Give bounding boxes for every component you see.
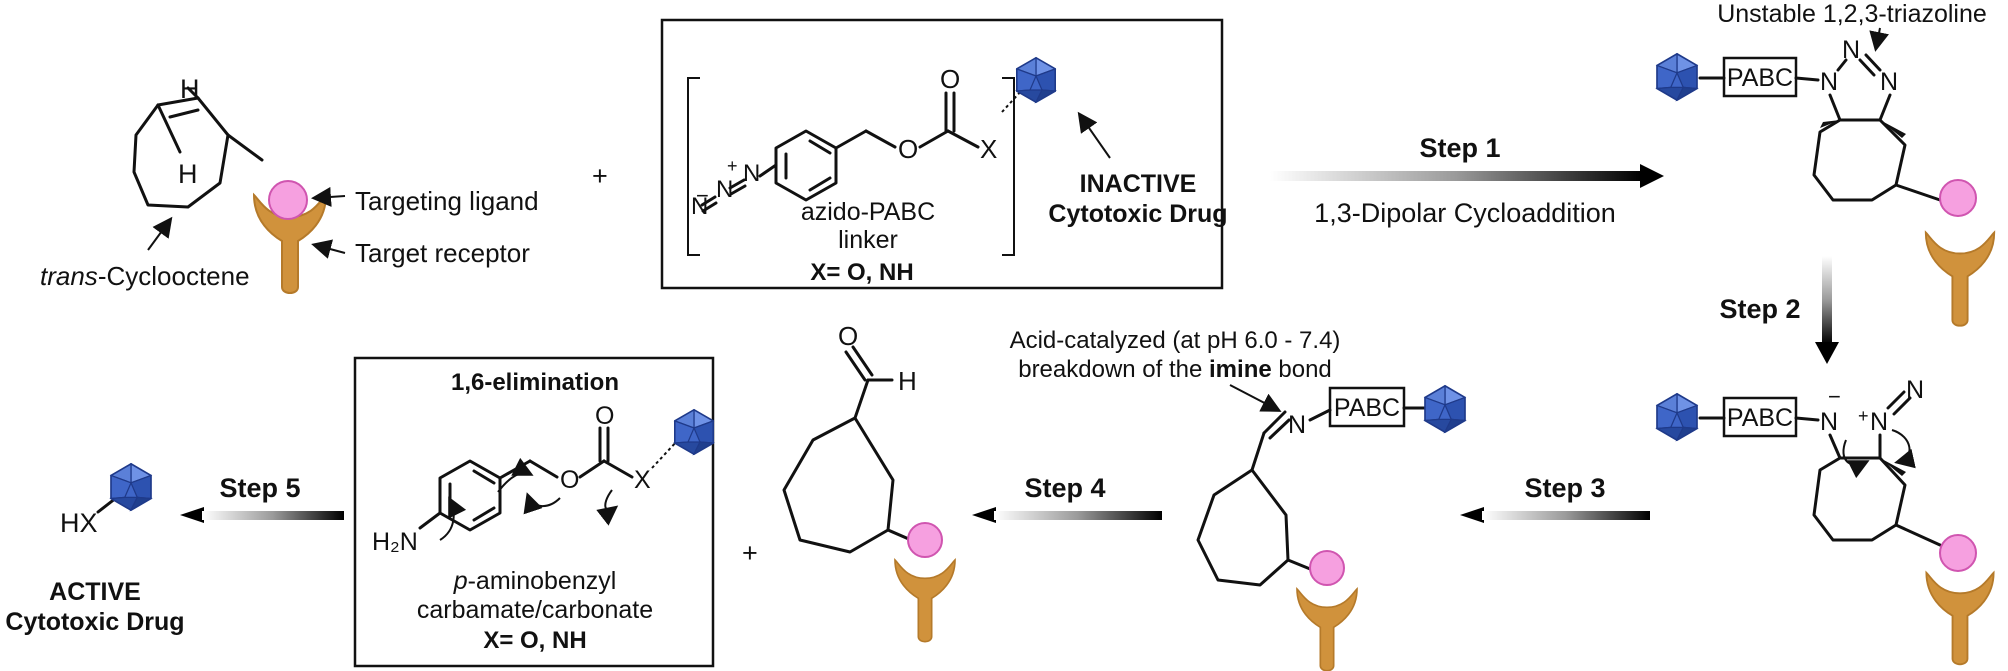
step2-label: Step 2 (1719, 294, 1800, 324)
imine-receptor (1296, 588, 1358, 671)
intermediate-plus: + (1858, 406, 1869, 426)
h-atom-top: H (180, 74, 200, 104)
triazoline-n-c: N (1880, 68, 1898, 96)
intermediate-ligand (1939, 534, 1977, 572)
intermediate-minus: − (1828, 384, 1841, 409)
step1-arrow (1270, 171, 1642, 181)
elimination-box-frame (353, 356, 715, 668)
target-receptor-label: Target receptor (355, 238, 530, 268)
step4-label: Step 4 (1024, 473, 1105, 503)
imine-drug-icon (1424, 385, 1466, 433)
triazoline-receptor (1924, 231, 1996, 327)
elimination-title: 1,6-elimination (451, 369, 619, 396)
triazoline-title: Unstable 1,2,3-triazoline (1717, 0, 1987, 28)
elimination-amine: H₂N (372, 528, 418, 556)
imine-species: Acid-catalyzed (at pH 6.0 - 7.4) breakdo… (1010, 327, 1466, 671)
inactive-drug-line2: Cytotoxic Drug (1048, 200, 1227, 228)
active-drug: HX ACTIVE Cytotoxic Drug (5, 463, 185, 636)
step1-caption: 1,3-Dipolar Cycloaddition (1314, 198, 1616, 228)
step1-label: Step 1 (1419, 133, 1500, 163)
triazoline-pabc: PABC (1727, 64, 1793, 92)
h-atom-inner: H (178, 159, 198, 189)
linker-o-carbonyl: O (940, 64, 960, 94)
step5-label: Step 5 (219, 473, 300, 503)
triazoline-adduct: Unstable 1,2,3-triazoline PABC N N N (1656, 0, 1996, 327)
elimination-name-line2: carbamate/carbonate (417, 596, 653, 624)
step2-arrow-group: Step 2 (1719, 256, 1839, 364)
linker-n1: N (743, 160, 760, 187)
aldehyde-receptor (894, 559, 956, 643)
elimination-x-def: X= O, NH (483, 627, 586, 654)
plus-sign-bottom: + (742, 538, 758, 568)
intermediate-n-plus: N (1870, 408, 1888, 436)
ring-opening-intermediate: PABC N − N + N (1656, 376, 1995, 666)
imine-caption-line1: Acid-catalyzed (at pH 6.0 - 7.4) (1010, 327, 1341, 354)
tco-label: trans-Cyclooctene (40, 261, 250, 291)
step5-arrow-group: Step 5 (180, 473, 344, 523)
intermediate-drug-icon (1656, 393, 1698, 441)
elimination-o-carbonyl: O (595, 402, 614, 430)
imine-ligand (1309, 550, 1345, 586)
triazoline-n-b: N (1842, 36, 1860, 64)
linker-minus-charge: − (696, 183, 709, 208)
linker-name-line1: azido-PABC (801, 198, 935, 226)
aldehyde-h: H (898, 366, 917, 396)
intermediate-pabc: PABC (1727, 404, 1793, 432)
imine-n-atom: N (1288, 411, 1306, 439)
linker-box: O O X N N N + − azido-PABC linker X= O, … (660, 18, 1228, 290)
inactive-drug-icon (1016, 57, 1056, 103)
imine-caption-line2: breakdown of the imine bond (1018, 356, 1332, 383)
step1-arrow-group: Step 1 1,3-Dipolar Cycloaddition (1270, 133, 1664, 228)
intermediate-receptor (1925, 571, 1995, 666)
triazoline-n-a: N (1820, 68, 1838, 96)
plus-sign-top: + (592, 161, 608, 191)
linker-x-def: X= O, NH (810, 259, 913, 286)
targeting-ligand-shape (268, 180, 308, 220)
linker-box-frame (660, 18, 1224, 290)
intermediate-n-minus: N (1820, 408, 1838, 436)
linker-name-line2: linker (838, 226, 898, 254)
active-drug-icon (110, 463, 152, 511)
elimination-box: 1,6-elimination O O X H₂N p-aminobenzyl … (353, 356, 715, 668)
step3-arrow-group: Step 3 (1460, 473, 1650, 523)
triazoline-ligand (1939, 179, 1977, 217)
aldehyde-o: O (838, 321, 858, 351)
elimination-drug-icon (674, 409, 714, 455)
step3-label: Step 3 (1524, 473, 1605, 503)
triazoline-drug-icon (1656, 53, 1698, 101)
inactive-drug-line1: INACTIVE (1080, 170, 1197, 198)
targeting-ligand-label: Targeting ligand (355, 186, 539, 216)
elimination-o-ether: O (560, 466, 579, 494)
linker-o-ether: O (898, 134, 918, 164)
active-drug-hx: HX (60, 508, 98, 538)
active-drug-line2: Cytotoxic Drug (5, 608, 184, 636)
step3-arrow (1482, 511, 1650, 520)
elimination-name-line1: p-aminobenzyl (453, 567, 617, 595)
step4-arrow (994, 511, 1162, 520)
linker-plus-charge: + (727, 156, 738, 176)
aldehyde-ligand (907, 522, 943, 558)
aldehyde-product: O H (782, 321, 956, 643)
elimination-x-atom: X (634, 466, 651, 494)
linker-n2: N (716, 176, 733, 203)
linker-x-atom: X (980, 134, 997, 164)
step5-arrow (202, 511, 344, 520)
step4-arrow-group: Step 4 (972, 473, 1162, 523)
linker-n3: N (691, 193, 708, 220)
step2-arrow (1822, 256, 1832, 344)
active-drug-line1: ACTIVE (49, 578, 141, 606)
tco-conjugate: H H Targeting ligand Target receptor tra… (40, 74, 539, 295)
imine-pabc: PABC (1334, 394, 1400, 422)
